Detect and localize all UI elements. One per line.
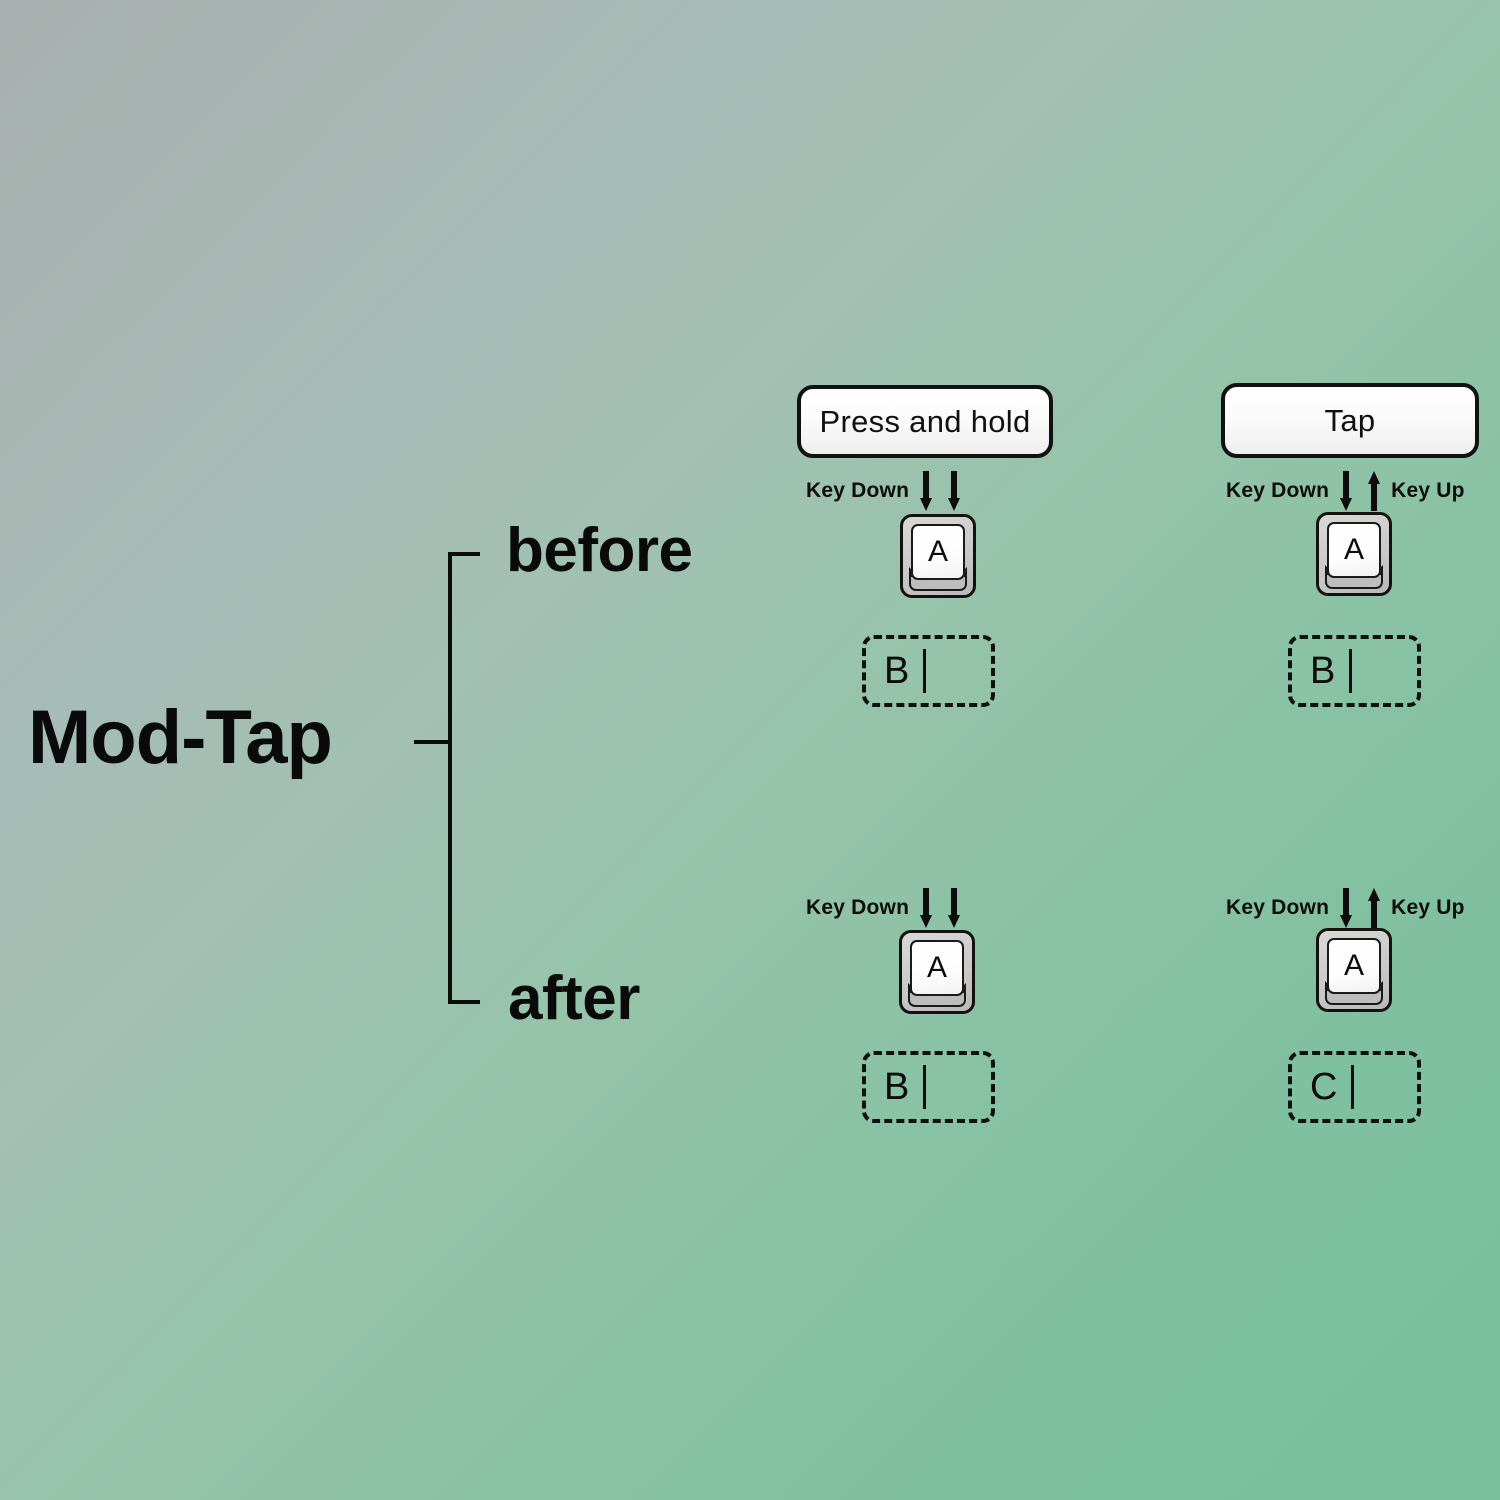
arrow-group [1340,888,1381,928]
output-field[interactable]: B [862,1051,995,1123]
arrow-down-icon [1340,471,1353,511]
event-label-key-down: Key Down [1226,896,1330,919]
keycap-legend: A [1327,938,1381,994]
keycap-skirt [908,993,966,1007]
action-pill-press-and-hold[interactable]: Press and hold [797,385,1053,458]
arrow-down-icon [948,888,961,928]
event-label-key-down: Key Down [1226,479,1330,502]
output-character: B [1310,650,1336,692]
arrow-up-icon [1368,471,1381,511]
action-pill-tap[interactable]: Tap [1221,383,1479,458]
arrow-down-icon [920,471,933,511]
keycap-a[interactable]: A [900,514,976,598]
arrow-down-icon [920,888,933,928]
arrow-group [1340,471,1381,511]
bracket-stem [414,740,450,744]
keycap-skirt [1325,991,1383,1005]
event-row: Key Down [806,469,971,513]
keycap-legend: A [1327,522,1381,578]
branch-label-after: after [508,964,640,1033]
arrow-up-icon [1368,888,1381,928]
output-character: B [884,1066,910,1108]
bracket-stub-before [448,552,480,556]
event-label-key-up: Key Up [1391,479,1465,502]
event-row: Key Down Key Up [1226,469,1465,513]
event-label-key-down: Key Down [806,896,910,919]
event-label-key-up: Key Up [1391,896,1465,919]
arrow-group [920,471,961,511]
page-title: Mod-Tap [28,695,333,780]
keycap-legend: A [910,940,964,996]
bracket-spine [448,552,452,1004]
text-caret-icon [923,649,927,693]
text-caret-icon [1351,1065,1355,1109]
branch-label-before: before [506,516,693,585]
arrow-group [920,888,961,928]
arrow-down-icon [948,471,961,511]
text-caret-icon [923,1065,927,1109]
event-label-key-down: Key Down [806,479,910,502]
output-field[interactable]: C [1288,1051,1421,1123]
keycap-legend: A [911,524,965,580]
keycap-a[interactable]: A [1316,928,1392,1012]
keycap-a[interactable]: A [1316,512,1392,596]
keycap-a[interactable]: A [899,930,975,1014]
output-field[interactable]: B [862,635,995,707]
text-caret-icon [1349,649,1353,693]
bracket-stub-after [448,1000,480,1004]
output-character: C [1310,1066,1338,1108]
keycap-skirt [1325,575,1383,589]
event-row: Key Down [806,886,971,930]
output-character: B [884,650,910,692]
output-field[interactable]: B [1288,635,1421,707]
event-row: Key Down Key Up [1226,886,1465,930]
arrow-down-icon [1340,888,1353,928]
keycap-skirt [909,577,967,591]
